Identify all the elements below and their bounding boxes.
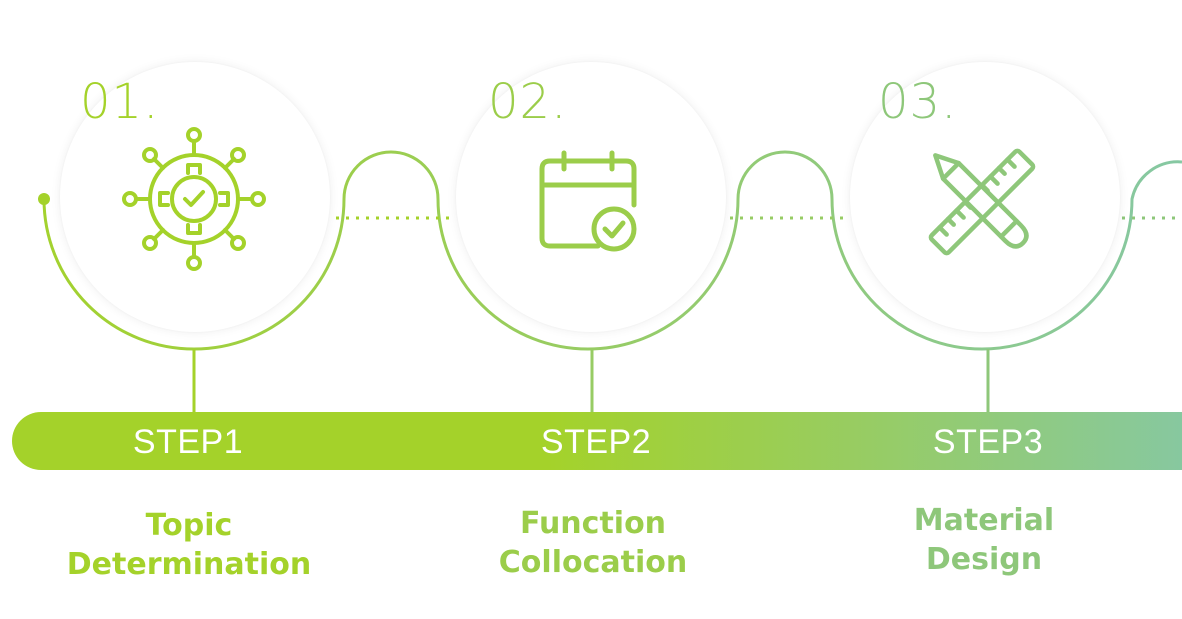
- step-bar: [12, 412, 1182, 470]
- step-bar-label-2: STEP2: [540, 423, 652, 461]
- step-title-1-line-1: Topic: [145, 508, 233, 543]
- step-circle-1: [60, 62, 330, 332]
- step-number-3: 03.: [878, 74, 958, 130]
- step-bar-label-1: STEP1: [132, 423, 244, 461]
- step-title-3-line-2: Design: [925, 542, 1043, 577]
- step-title-3: Material Design: [834, 501, 1134, 579]
- step-number-2: 02.: [488, 74, 568, 130]
- step-title-1-line-2: Determination: [66, 547, 312, 582]
- step-title-1: Topic Determination: [39, 506, 339, 584]
- step-title-2-line-1: Function: [519, 506, 667, 541]
- step-title-2: Function Collocation: [443, 504, 743, 582]
- step-bar-label-3: STEP3: [932, 423, 1044, 461]
- step-title-2-line-2: Collocation: [498, 545, 688, 580]
- start-dot: [38, 193, 50, 205]
- step-title-3-line-1: Material: [913, 503, 1055, 538]
- calendar-check-icon: [539, 150, 637, 252]
- step-circle-2: [456, 62, 726, 332]
- step-circle-3: [850, 62, 1120, 332]
- pencil-ruler-icon: [928, 148, 1036, 256]
- gear-network-icon: [122, 127, 266, 271]
- wave-line: [42, 150, 1182, 351]
- step-number-1: 01.: [80, 74, 160, 130]
